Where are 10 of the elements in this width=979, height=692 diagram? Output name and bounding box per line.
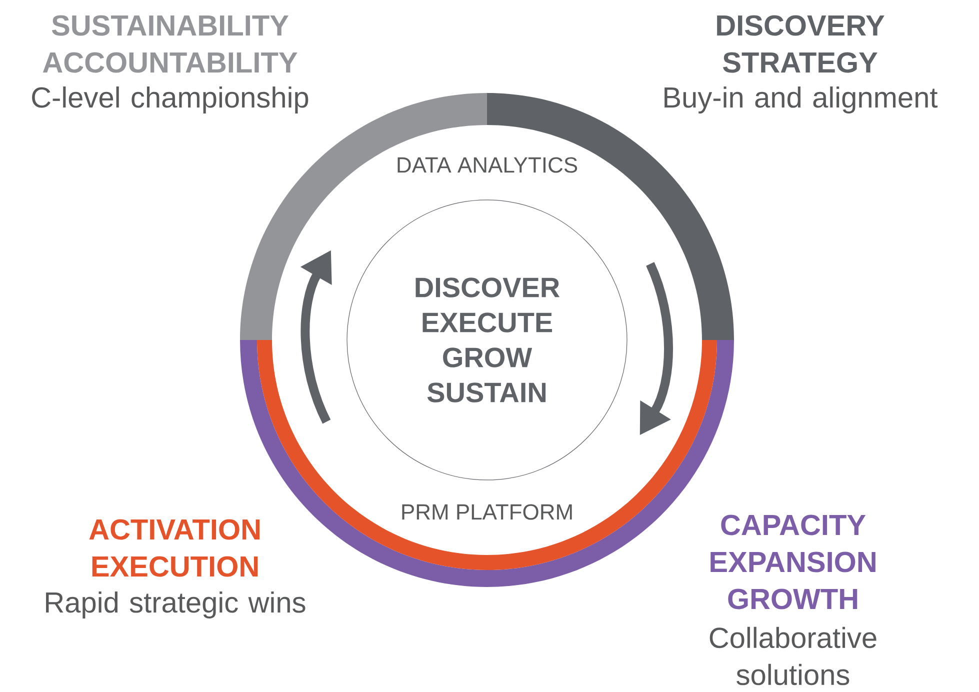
caption-text: C-level championship xyxy=(32,86,308,114)
heading: DISCOVERY STRATEGY xyxy=(717,15,884,73)
ring-label: DATA ANALYTICS xyxy=(398,157,578,173)
heading: SUSTAINABILITY ACCOUNTABILITY xyxy=(42,15,298,73)
heading: CAPACITY EXPANSION GROWTH xyxy=(710,514,876,610)
ring-label: PRM PLATFORM xyxy=(402,504,572,520)
caption-text: Buy-in and alignment xyxy=(664,86,938,114)
heading: ACTIVATION EXECUTION xyxy=(89,519,260,577)
caption-text: Rapid strategic wins xyxy=(46,591,306,618)
caption-text: Collaborative solutions xyxy=(710,626,876,686)
